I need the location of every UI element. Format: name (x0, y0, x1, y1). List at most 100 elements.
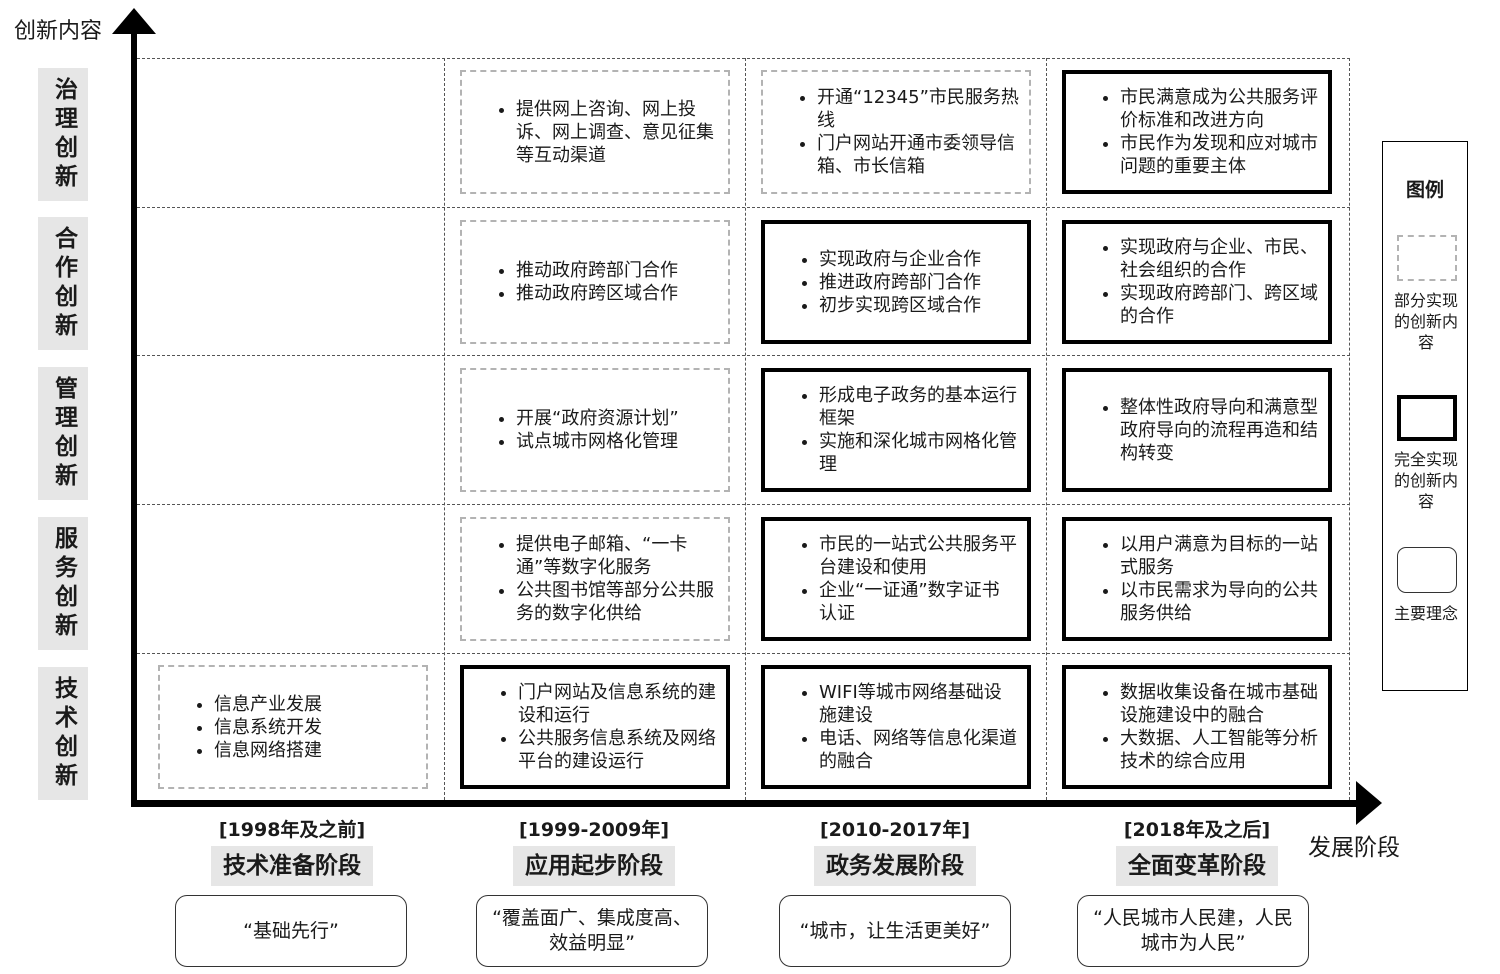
cell-list-item: 企业“一证通”数字证书认证 (819, 579, 1017, 625)
cell-list: 实现政府与企业合作推进政府跨部门合作初步实现跨区域合作 (773, 248, 981, 317)
stage-date: [2010-2017年] (819, 819, 970, 841)
row-label: 技术创新 (38, 667, 88, 800)
legend: 图例 部分实现的创新内容 完全实现的创新内容 主要理念 (1382, 141, 1468, 691)
grid-line-horizontal (137, 207, 1350, 208)
stage-date: [2018年及之后] (1123, 819, 1271, 841)
cell-list: 推动政府跨部门合作推动政府跨区域合作 (470, 259, 678, 305)
stage-name: 应用起步阶段 (513, 846, 675, 886)
matrix-cell-full: 形成电子政务的基本运行框架实施和深化城市网格化管理 (761, 368, 1031, 492)
cell-list-item: 公共图书馆等部分公共服务的数字化供给 (516, 579, 718, 625)
row-label-text: 技术创新 (50, 675, 77, 792)
cell-list: 门户网站及信息系统的建设和运行公共服务信息系统及网络平台的建设运行 (472, 681, 716, 773)
cell-list-item: WIFI等城市网络基础设施建设 (819, 681, 1017, 727)
cell-list-item: 提供电子邮箱、“一卡通”等数字化服务 (516, 533, 718, 579)
matrix-cell-full: 市民的一站式公共服务平台建设和使用企业“一证通”数字证书认证 (761, 517, 1031, 641)
stage-concept: “人民城市人民建，人民城市为人民” (1077, 895, 1309, 967)
stage-date: [1998年及之前] (218, 819, 366, 841)
grid-line-vertical (745, 58, 746, 800)
stage-name: 技术准备阶段 (211, 846, 373, 886)
cell-list-item: 门户网站及信息系统的建设和运行 (518, 681, 716, 727)
row-label: 管理创新 (38, 367, 88, 500)
row-label: 合作创新 (38, 217, 88, 350)
row-label: 治理创新 (38, 68, 88, 201)
cell-list-item: 提供网上咨询、网上投诉、网上调查、意见征集等互动渠道 (516, 98, 718, 167)
cell-list-item: 市民的一站式公共服务平台建设和使用 (819, 533, 1017, 579)
cell-list-item: 推进政府跨部门合作 (819, 271, 981, 294)
cell-list-item: 电话、网络等信息化渠道的融合 (819, 727, 1017, 773)
cell-list-item: 市民满意成为公共服务评价标准和改进方向 (1120, 86, 1318, 132)
cell-list-item: 信息产业发展 (214, 693, 322, 716)
cell-list-item: 形成电子政务的基本运行框架 (819, 384, 1017, 430)
cell-list-item: 推动政府跨区域合作 (516, 282, 678, 305)
stage-name: 政务发展阶段 (814, 846, 976, 886)
matrix-cell-full: 门户网站及信息系统的建设和运行公共服务信息系统及网络平台的建设运行 (460, 665, 730, 789)
matrix-cell-full: 以用户满意为目标的一站式服务以市民需求为导向的公共服务供给 (1062, 517, 1332, 641)
legend-swatch-full (1397, 395, 1457, 441)
cell-list: 信息产业发展信息系统开发信息网络搭建 (168, 693, 322, 762)
matrix-cell-full: 市民满意成为公共服务评价标准和改进方向市民作为发现和应对城市问题的重要主体 (1062, 70, 1332, 194)
matrix-cell-full: 实现政府与企业、市民、社会组织的合作实现政府跨部门、跨区域的合作 (1062, 220, 1332, 344)
legend-swatch-concept (1397, 547, 1457, 593)
cell-list-item: 公共服务信息系统及网络平台的建设运行 (518, 727, 716, 773)
matrix-cell-full: 整体性政府导向和满意型政府导向的流程再造和结构转变 (1062, 368, 1332, 492)
row-label-text: 服务创新 (50, 525, 77, 642)
cell-list-item: 实施和深化城市网格化管理 (819, 430, 1017, 476)
legend-title: 图例 (1405, 179, 1444, 201)
row-label-text: 管理创新 (50, 375, 77, 492)
cell-list: 提供电子邮箱、“一卡通”等数字化服务公共图书馆等部分公共服务的数字化供给 (470, 533, 718, 625)
cell-list: 实现政府与企业、市民、社会组织的合作实现政府跨部门、跨区域的合作 (1074, 236, 1318, 328)
row-label-text: 合作创新 (50, 225, 77, 342)
cell-list-item: 门户网站开通市委领导信箱、市长信箱 (817, 132, 1019, 178)
cell-list: WIFI等城市网络基础设施建设电话、网络等信息化渠道的融合 (773, 681, 1017, 773)
y-axis-arrow-icon (112, 8, 156, 34)
cell-list-item: 数据收集设备在城市基础设施建设中的融合 (1120, 681, 1318, 727)
cell-list-item: 以市民需求为导向的公共服务供给 (1120, 579, 1318, 625)
stage-concept: “基础先行” (175, 895, 407, 967)
cell-list-item: 推动政府跨部门合作 (516, 259, 678, 282)
legend-label-partial: 部分实现的创新内容 (1393, 291, 1458, 352)
grid-line-horizontal (137, 653, 1350, 654)
x-axis-arrow-icon (1356, 781, 1382, 825)
row-label: 服务创新 (38, 517, 88, 650)
grid-line-vertical (1046, 58, 1047, 800)
row-label-text: 治理创新 (50, 76, 77, 193)
cell-list-item: 开通“12345”市民服务热线 (817, 86, 1019, 132)
cell-list-item: 以用户满意为目标的一站式服务 (1120, 533, 1318, 579)
cell-list-item: 整体性政府导向和满意型政府导向的流程再造和结构转变 (1120, 396, 1318, 465)
matrix-cell-full: 实现政府与企业合作推进政府跨部门合作初步实现跨区域合作 (761, 220, 1031, 344)
cell-list: 形成电子政务的基本运行框架实施和深化城市网格化管理 (773, 384, 1017, 476)
matrix-cell-partial: 提供网上咨询、网上投诉、网上调查、意见征集等互动渠道 (460, 70, 730, 194)
cell-list-item: 实现政府与企业、市民、社会组织的合作 (1120, 236, 1318, 282)
matrix-cell-partial: 提供电子邮箱、“一卡通”等数字化服务公共图书馆等部分公共服务的数字化供给 (460, 517, 730, 641)
matrix-cell-full: WIFI等城市网络基础设施建设电话、网络等信息化渠道的融合 (761, 665, 1031, 789)
cell-list-item: 信息网络搭建 (214, 739, 322, 762)
cell-list: 开展“政府资源计划”试点城市网格化管理 (470, 407, 679, 453)
matrix-cell-partial: 信息产业发展信息系统开发信息网络搭建 (158, 665, 428, 789)
stage-concept: “覆盖面广、集成度高、效益明显” (476, 895, 708, 967)
cell-list-item: 试点城市网格化管理 (516, 430, 679, 453)
cell-list: 市民满意成为公共服务评价标准和改进方向市民作为发现和应对城市问题的重要主体 (1074, 86, 1318, 178)
cell-list-item: 实现政府与企业合作 (819, 248, 981, 271)
x-axis (131, 800, 1363, 807)
cell-list: 整体性政府导向和满意型政府导向的流程再造和结构转变 (1074, 396, 1318, 465)
grid-line-vertical (1349, 58, 1350, 800)
matrix-cell-partial: 开展“政府资源计划”试点城市网格化管理 (460, 368, 730, 492)
stage-date: [1999-2009年] (518, 819, 669, 841)
legend-label-concept: 主要理念 (1393, 604, 1458, 623)
cell-list: 提供网上咨询、网上投诉、网上调查、意见征集等互动渠道 (470, 98, 718, 167)
grid-line-horizontal (137, 355, 1350, 356)
y-axis-title: 创新内容 (14, 19, 103, 44)
legend-label-full: 完全实现的创新内容 (1393, 450, 1458, 511)
cell-list-item: 开展“政府资源计划” (516, 407, 679, 430)
grid-line-horizontal (137, 58, 1350, 59)
legend-swatch-partial (1397, 235, 1457, 281)
x-axis-title: 发展阶段 (1308, 835, 1400, 861)
cell-list: 数据收集设备在城市基础设施建设中的融合大数据、人工智能等分析技术的综合应用 (1074, 681, 1318, 773)
matrix-cell-partial: 推动政府跨部门合作推动政府跨区域合作 (460, 220, 730, 344)
cell-list: 以用户满意为目标的一站式服务以市民需求为导向的公共服务供给 (1074, 533, 1318, 625)
matrix-cell-partial: 开通“12345”市民服务热线门户网站开通市委领导信箱、市长信箱 (761, 70, 1031, 194)
stage-concept: “城市，让生活更美好” (779, 895, 1011, 967)
cell-list-item: 市民作为发现和应对城市问题的重要主体 (1120, 132, 1318, 178)
grid-line-vertical (444, 58, 445, 800)
cell-list-item: 初步实现跨区域合作 (819, 294, 981, 317)
